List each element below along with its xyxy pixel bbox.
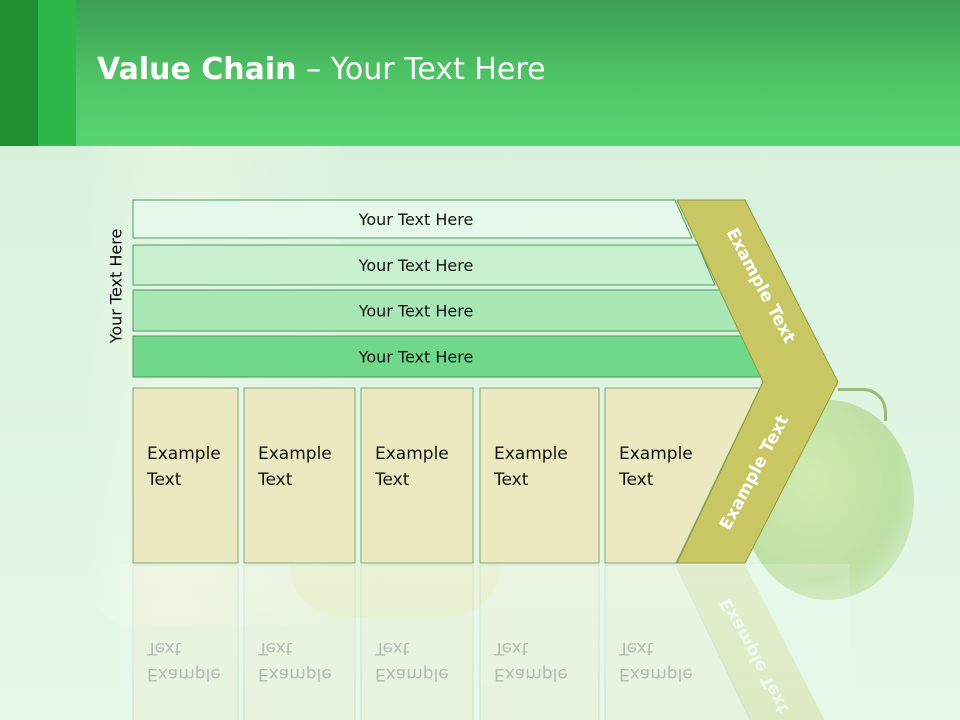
support-bar-label-1: Your Text Here — [358, 210, 474, 229]
primary-box-label-line2-5: Text — [618, 470, 654, 490]
support-bar-label-4: Your Text Here — [358, 348, 474, 367]
primary-box-label-line2-1: Text — [146, 470, 182, 490]
header-accent-stripe-light — [38, 0, 76, 146]
primary-box-label-line1-5: Example — [619, 444, 693, 464]
margin-chevron — [676, 199, 839, 564]
support-bar-2 — [132, 244, 716, 286]
header-band: Value Chain – Your Text Here — [0, 0, 960, 146]
primary-box-4 — [479, 387, 600, 564]
primary-box-5 — [604, 387, 761, 564]
primary-box-label-line1-2: Example — [258, 444, 332, 464]
slide-title: Value Chain – Your Text Here — [97, 52, 546, 87]
support-bar-1 — [132, 199, 693, 239]
support-bar-label-2: Your Text Here — [358, 256, 474, 275]
slide-title-rest: – Your Text Here — [296, 52, 546, 87]
reflection-fade — [120, 564, 850, 720]
primary-box-label-line1-1: Example — [147, 444, 221, 464]
primary-box-label-line2-3: Text — [374, 470, 410, 490]
primary-box-label-line1-3: Example — [375, 444, 449, 464]
primary-box-1 — [132, 387, 239, 564]
slide-title-bold: Value Chain — [97, 52, 297, 87]
header-accent-stripe-dark — [0, 0, 38, 146]
support-bar-label-3: Your Text Here — [358, 302, 474, 321]
primary-box-2 — [243, 387, 356, 564]
primary-box-3 — [360, 387, 474, 564]
background-apple-stem — [838, 388, 887, 421]
primary-box-label-line1-4: Example — [494, 444, 568, 464]
primary-box-label-line2-2: Text — [257, 470, 293, 490]
primary-box-label-line2-4: Text — [493, 470, 529, 490]
